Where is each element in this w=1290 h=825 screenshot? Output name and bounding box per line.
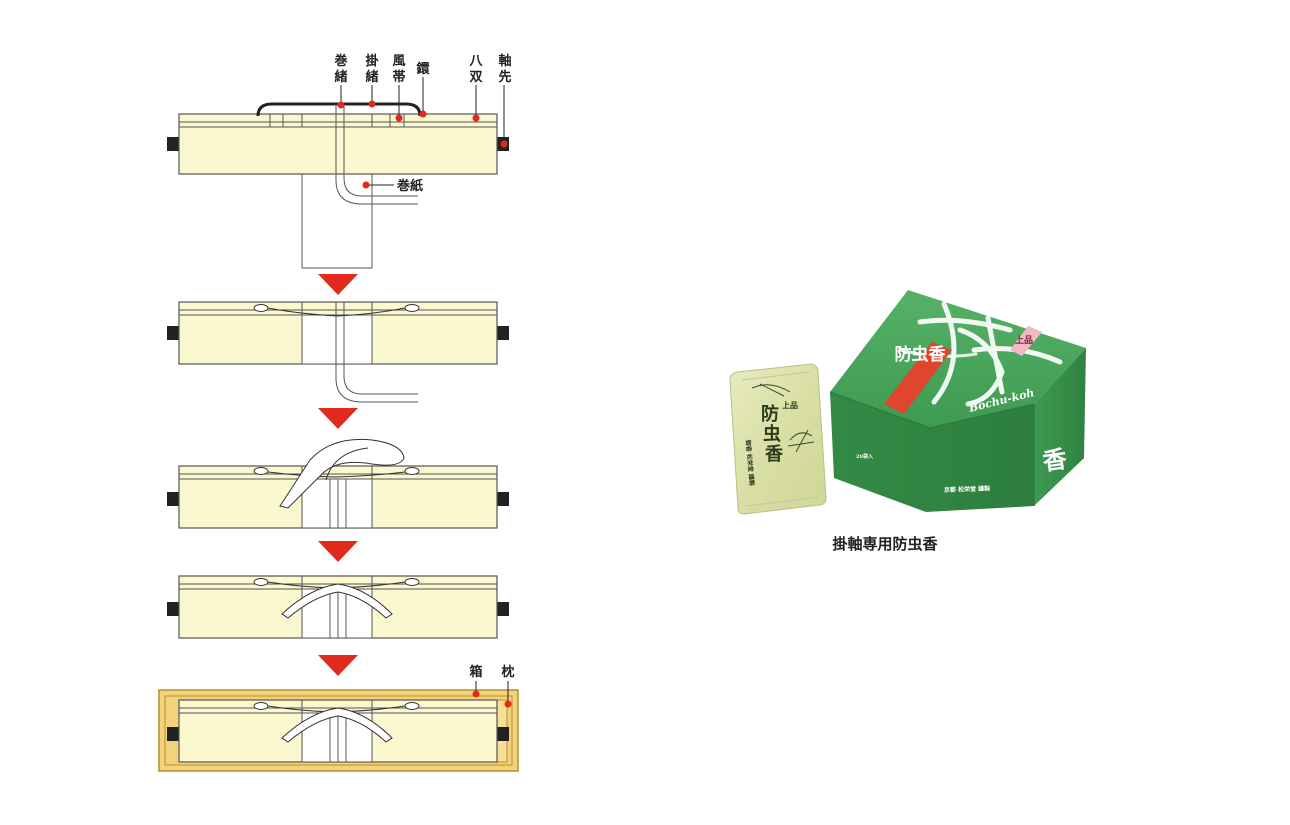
step-arrow-4 <box>318 655 358 676</box>
marker-makura <box>504 700 512 708</box>
label-futai-2: 帯 <box>392 69 405 85</box>
packet-title-3: 香 <box>764 444 784 465</box>
marker-kan <box>419 110 427 118</box>
label-makio-1: 巻 <box>333 53 348 69</box>
label-kakeo-2: 緒 <box>365 69 378 85</box>
box-label-pink <box>1010 326 1042 356</box>
marker-makigami <box>362 181 370 189</box>
marker-hako <box>472 690 480 698</box>
label-makigami: 巻紙 <box>396 178 423 194</box>
label-jikusaki-2: 先 <box>498 69 511 85</box>
stage-2-cord-down <box>167 301 509 403</box>
packet-grade: 上品 <box>782 400 798 410</box>
label-hassou-1: 八 <box>468 54 483 69</box>
marker-jikusaki <box>500 140 508 148</box>
stage-5-in-box: 箱 枕 <box>158 664 519 772</box>
stage-3-cord-loop <box>167 438 509 529</box>
box-label-text: 防虫香 <box>895 344 946 365</box>
makio-cord <box>335 104 418 205</box>
box-tag: 20袋入 <box>856 453 873 460</box>
label-jikusaki-1: 軸 <box>498 53 511 69</box>
step-arrow-2 <box>318 408 358 429</box>
box-label-red <box>884 342 952 414</box>
box-grade: 上品 <box>1015 334 1033 346</box>
stage-1-callouts: 巻 緒 掛 緒 風 帯 鐶 八 双 軸 先 巻紙 <box>333 53 511 194</box>
label-hako: 箱 <box>469 664 482 680</box>
label-kan: 鐶 <box>416 61 430 77</box>
box-front <box>830 392 1034 512</box>
box-side <box>1034 348 1086 506</box>
box-maker: 京都 松栄堂 謹製 <box>944 484 991 494</box>
stage-4-cord-tied <box>167 575 509 639</box>
paper-strip <box>301 314 373 365</box>
incense-packet: 防 虫 香 上品 御香 松栄堂 謹製 <box>729 363 827 515</box>
scroll-body <box>178 113 498 175</box>
jikusaki-left <box>167 137 179 151</box>
marker-kakeo <box>368 100 376 108</box>
marker-makio <box>337 101 345 109</box>
label-makura: 枕 <box>501 664 514 680</box>
step-arrow-3 <box>318 541 358 562</box>
label-kakeo-1: 掛 <box>365 53 379 69</box>
step-arrow-1 <box>318 274 358 295</box>
stage-1-hanging-cord <box>167 102 509 269</box>
label-makio-2: 緒 <box>334 69 347 85</box>
packet-title-1: 防 <box>761 403 779 425</box>
box-side-char: 香 <box>1041 444 1070 476</box>
incense-box: 防虫香 上品 Bochu-koh 京都 松栄堂 謹製 20袋入 香 <box>829 290 1086 512</box>
packet-title-2: 虫 <box>763 423 781 445</box>
label-hassou-2: 双 <box>469 70 482 85</box>
hanging-paper <box>301 171 373 269</box>
label-futai-1: 風 <box>392 54 405 69</box>
marker-futai <box>395 114 403 122</box>
marker-hassou <box>472 114 480 122</box>
product-caption: 掛軸専用防虫香 <box>832 535 937 553</box>
